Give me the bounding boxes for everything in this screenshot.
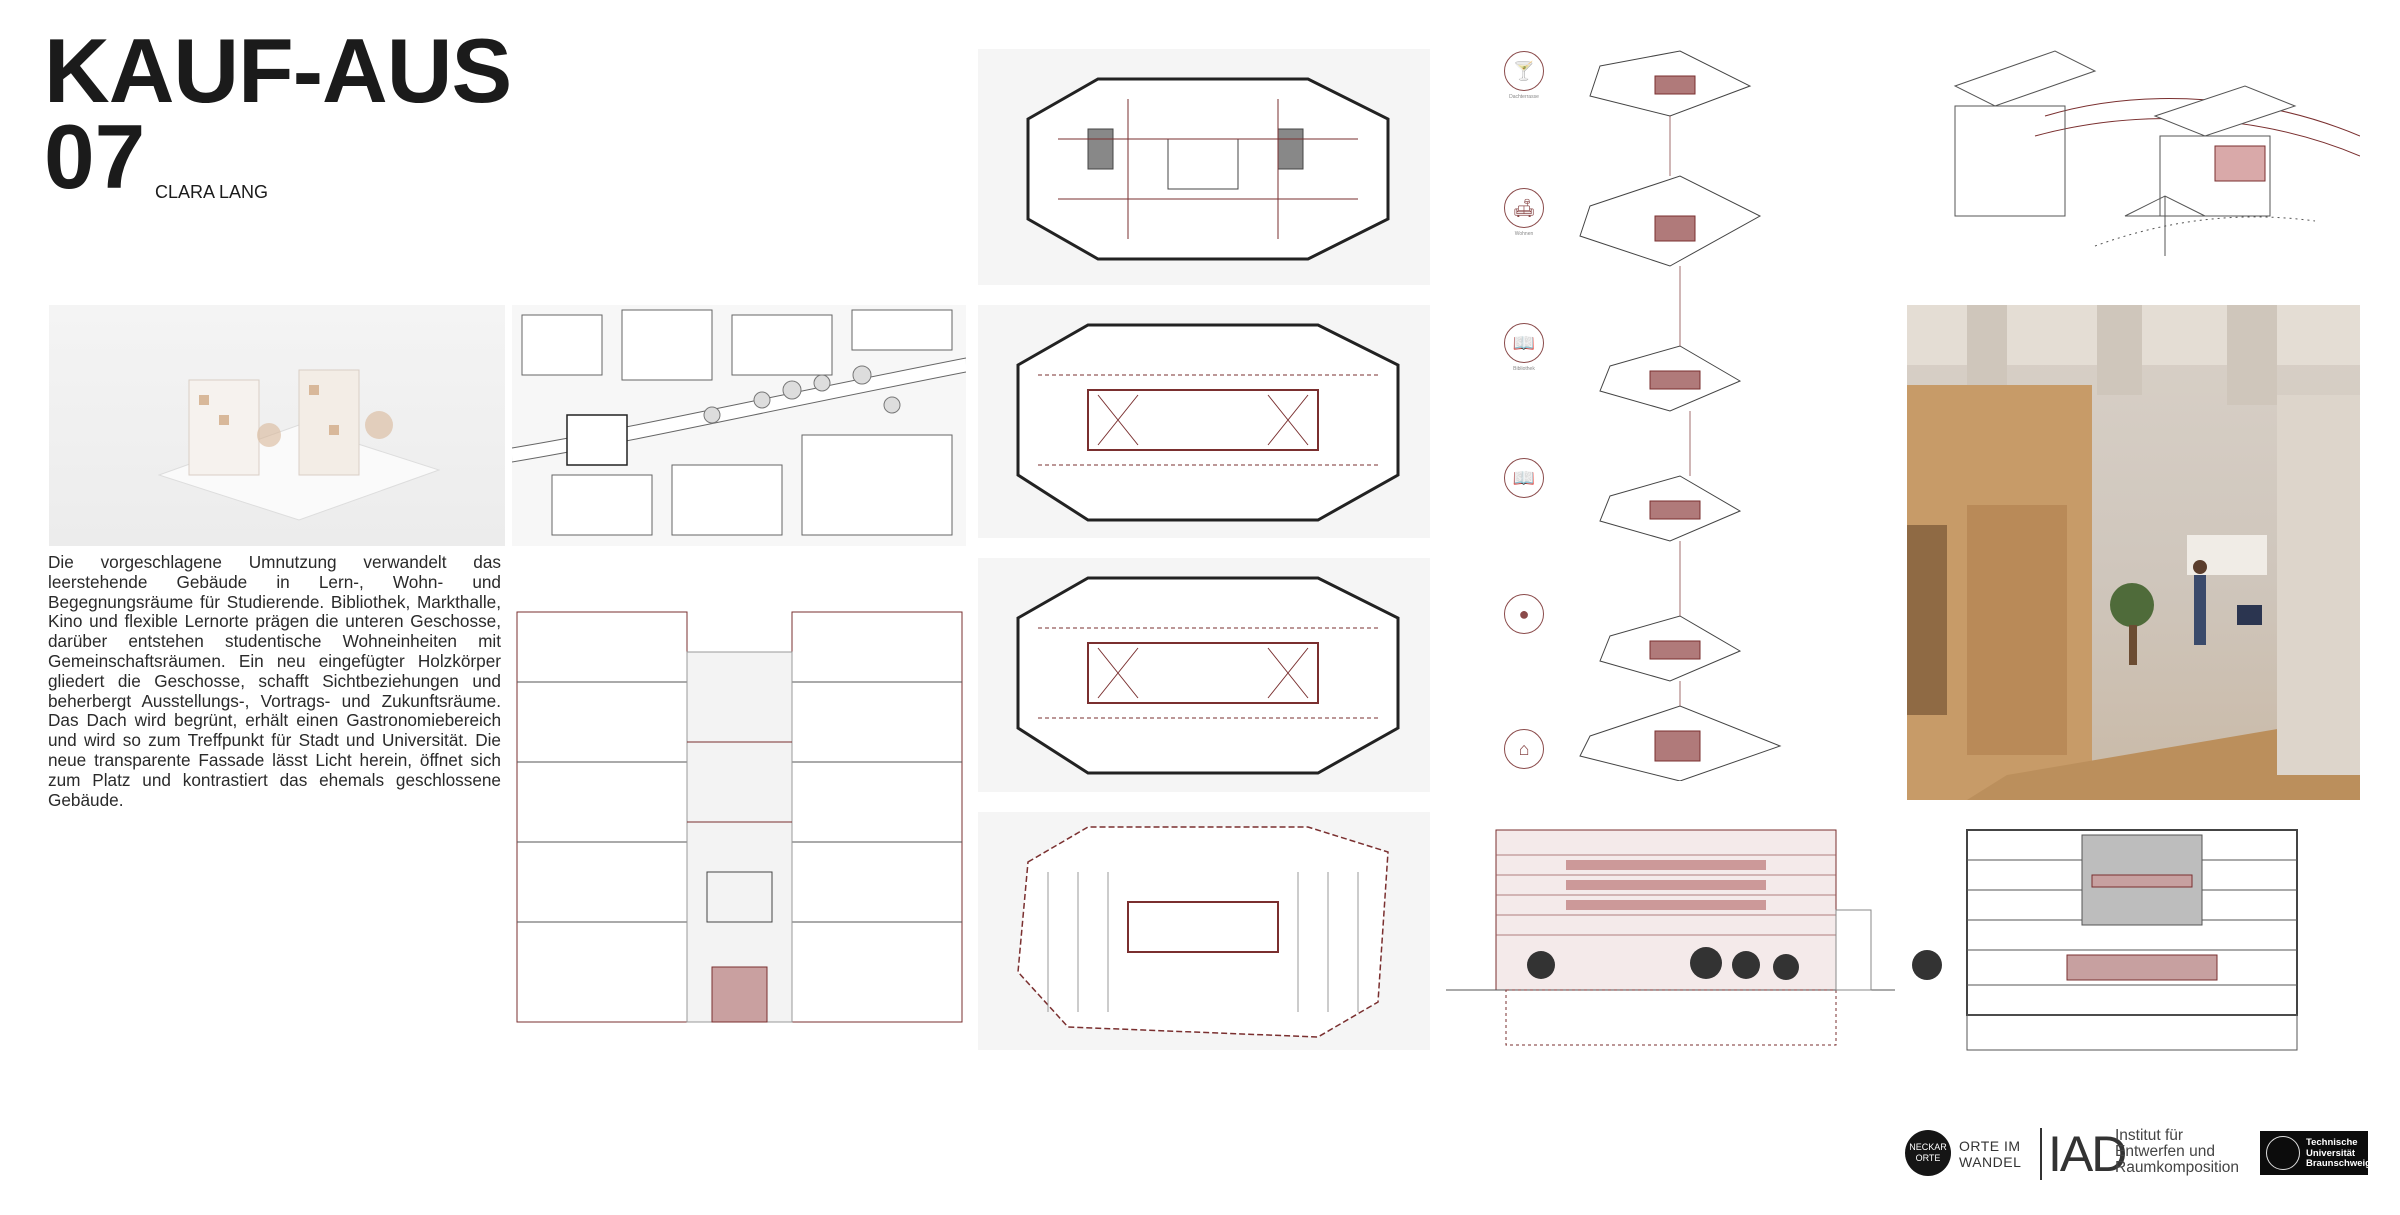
icon-label: Bibliothek xyxy=(1513,366,1535,372)
book-search-icon: 📖 xyxy=(1504,458,1544,498)
orte-line1: ORTE IM xyxy=(1959,1138,2021,1154)
author-name: CLARA LANG xyxy=(155,182,269,202)
institute-line1: Institut für xyxy=(2115,1127,2184,1144)
icon-label: Wohnen xyxy=(1514,231,1534,237)
rooftop-sketch xyxy=(1945,46,2360,285)
facade-elevation xyxy=(1446,815,1895,1054)
floor-plan-ground xyxy=(978,812,1430,1050)
institute-line2: Entwerfen und xyxy=(2115,1143,2215,1160)
tu-braunschweig-logo: Technische Universität Braunschweig xyxy=(2260,1131,2371,1175)
university-seal-icon xyxy=(2266,1136,2300,1170)
floor-plan-upper xyxy=(978,305,1430,538)
section-perspective xyxy=(512,592,966,1027)
icon-label: Dachterrasse xyxy=(1509,94,1539,100)
tu-line1: Technische xyxy=(2306,1137,2358,1148)
tu-line3: Braunschweig xyxy=(2306,1158,2371,1169)
iad-logo: IAD xyxy=(2040,1128,2127,1180)
axonometric-layers xyxy=(1570,46,1790,781)
apple-icon: ● xyxy=(1504,594,1544,634)
partner-logos: NECKAR ORTE ORTE IM WANDEL IAD Institut … xyxy=(1905,1128,2371,1182)
project-description: Die vorgeschlagene Umnutzung verwandelt … xyxy=(48,552,501,810)
tu-line2: Universität xyxy=(2306,1147,2356,1159)
neckar-orte-logo: NECKAR ORTE xyxy=(1905,1130,1951,1176)
cocktail-glass-icon: 🍸 xyxy=(1504,51,1544,91)
floor-plan-middle xyxy=(978,558,1430,792)
institute-line3: Raumkomposition xyxy=(2115,1159,2240,1176)
market-icon: ⌂ xyxy=(1504,729,1544,769)
institute-name: Institut für Entwerfen und Raumkompositi… xyxy=(2115,1128,2239,1176)
interior-render xyxy=(1907,305,2360,800)
model-photo xyxy=(49,305,505,546)
orte-im-wandel-logo: ORTE IM WANDEL xyxy=(1959,1138,2021,1170)
book-search-icon: 📖 xyxy=(1504,323,1544,363)
floor-plan-roof xyxy=(978,49,1430,285)
project-number: 07 xyxy=(44,107,146,208)
armchair-lamp-icon: 🛋 xyxy=(1504,188,1544,228)
orte-line2: WANDEL xyxy=(1959,1154,2022,1170)
building-section xyxy=(1907,815,2360,1054)
site-plan xyxy=(512,305,966,546)
project-title: KAUF-AUS xyxy=(44,21,512,122)
